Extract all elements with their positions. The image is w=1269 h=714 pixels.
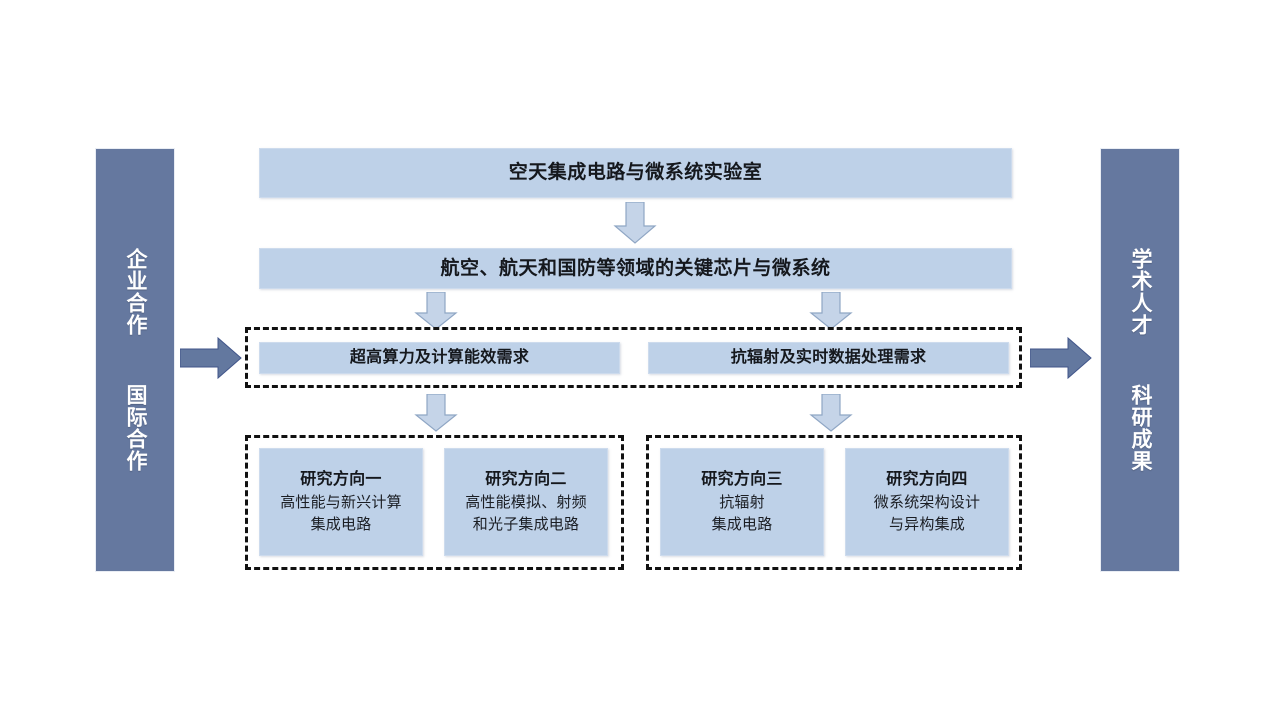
lab-title-text: 空天集成电路与微系统实验室 [508, 162, 763, 184]
research-direction-heading-1: 研究方向一 [300, 471, 382, 489]
requirements-group-frame [245, 327, 1022, 388]
research-direction-line1-2: 高性能模拟、射频 [465, 494, 587, 512]
requirement-label-1: 超高算力及计算能效需求 [349, 349, 530, 366]
research-group-frame-2 [646, 435, 1022, 570]
research-direction-line1-3: 抗辐射 [719, 494, 765, 512]
research-direction-heading-2: 研究方向二 [485, 471, 567, 489]
left-inbound-arrow [179, 336, 242, 380]
mission-text: 航空、航天和国防等领域的关键芯片与微系统 [440, 257, 831, 279]
requirement-label-2: 抗辐射及实时数据处理需求 [730, 349, 927, 366]
research-direction-box-2: 研究方向二 高性能模拟、射频 和光子集成电路 [444, 448, 608, 556]
requirement-box-2: 抗辐射及实时数据处理需求 [648, 342, 1009, 374]
research-direction-line2-2: 和光子集成电路 [472, 516, 580, 533]
research-group-frame-1 [245, 435, 624, 570]
research-direction-line1-4: 微系统架构设计 [873, 494, 981, 512]
left-pillar-label: 企业合作 国际合作 [124, 248, 148, 472]
mission-box: 航空、航天和国防等领域的关键芯片与微系统 [259, 248, 1012, 289]
arrow-mission-to-requirement-2 [809, 291, 853, 330]
research-direction-box-4: 研究方向四 微系统架构设计 与异构集成 [845, 448, 1009, 556]
research-direction-heading-4: 研究方向四 [886, 471, 968, 489]
lab-title-box: 空天集成电路与微系统实验室 [259, 148, 1012, 198]
research-direction-box-3: 研究方向三 抗辐射 集成电路 [660, 448, 824, 556]
arrow-mission-to-requirement-1 [414, 291, 458, 330]
left-pillar: 企业合作 国际合作 [95, 148, 175, 572]
research-direction-line2-1: 集成电路 [310, 516, 372, 533]
arrow-requirement-2-to-directions [809, 393, 853, 432]
right-pillar-label: 学术人才 科研成果 [1129, 248, 1153, 472]
research-direction-line1-1: 高性能与新兴计算 [280, 494, 402, 512]
right-outbound-arrow [1029, 336, 1092, 380]
right-pillar: 学术人才 科研成果 [1100, 148, 1180, 572]
research-direction-box-1: 研究方向一 高性能与新兴计算 集成电路 [259, 448, 423, 556]
requirement-box-1: 超高算力及计算能效需求 [259, 342, 620, 374]
arrow-title-to-mission [613, 201, 657, 244]
arrow-requirement-1-to-directions [414, 393, 458, 432]
research-direction-line2-4: 与异构集成 [888, 516, 965, 533]
research-direction-line2-3: 集成电路 [711, 516, 773, 533]
research-direction-heading-3: 研究方向三 [701, 471, 783, 489]
